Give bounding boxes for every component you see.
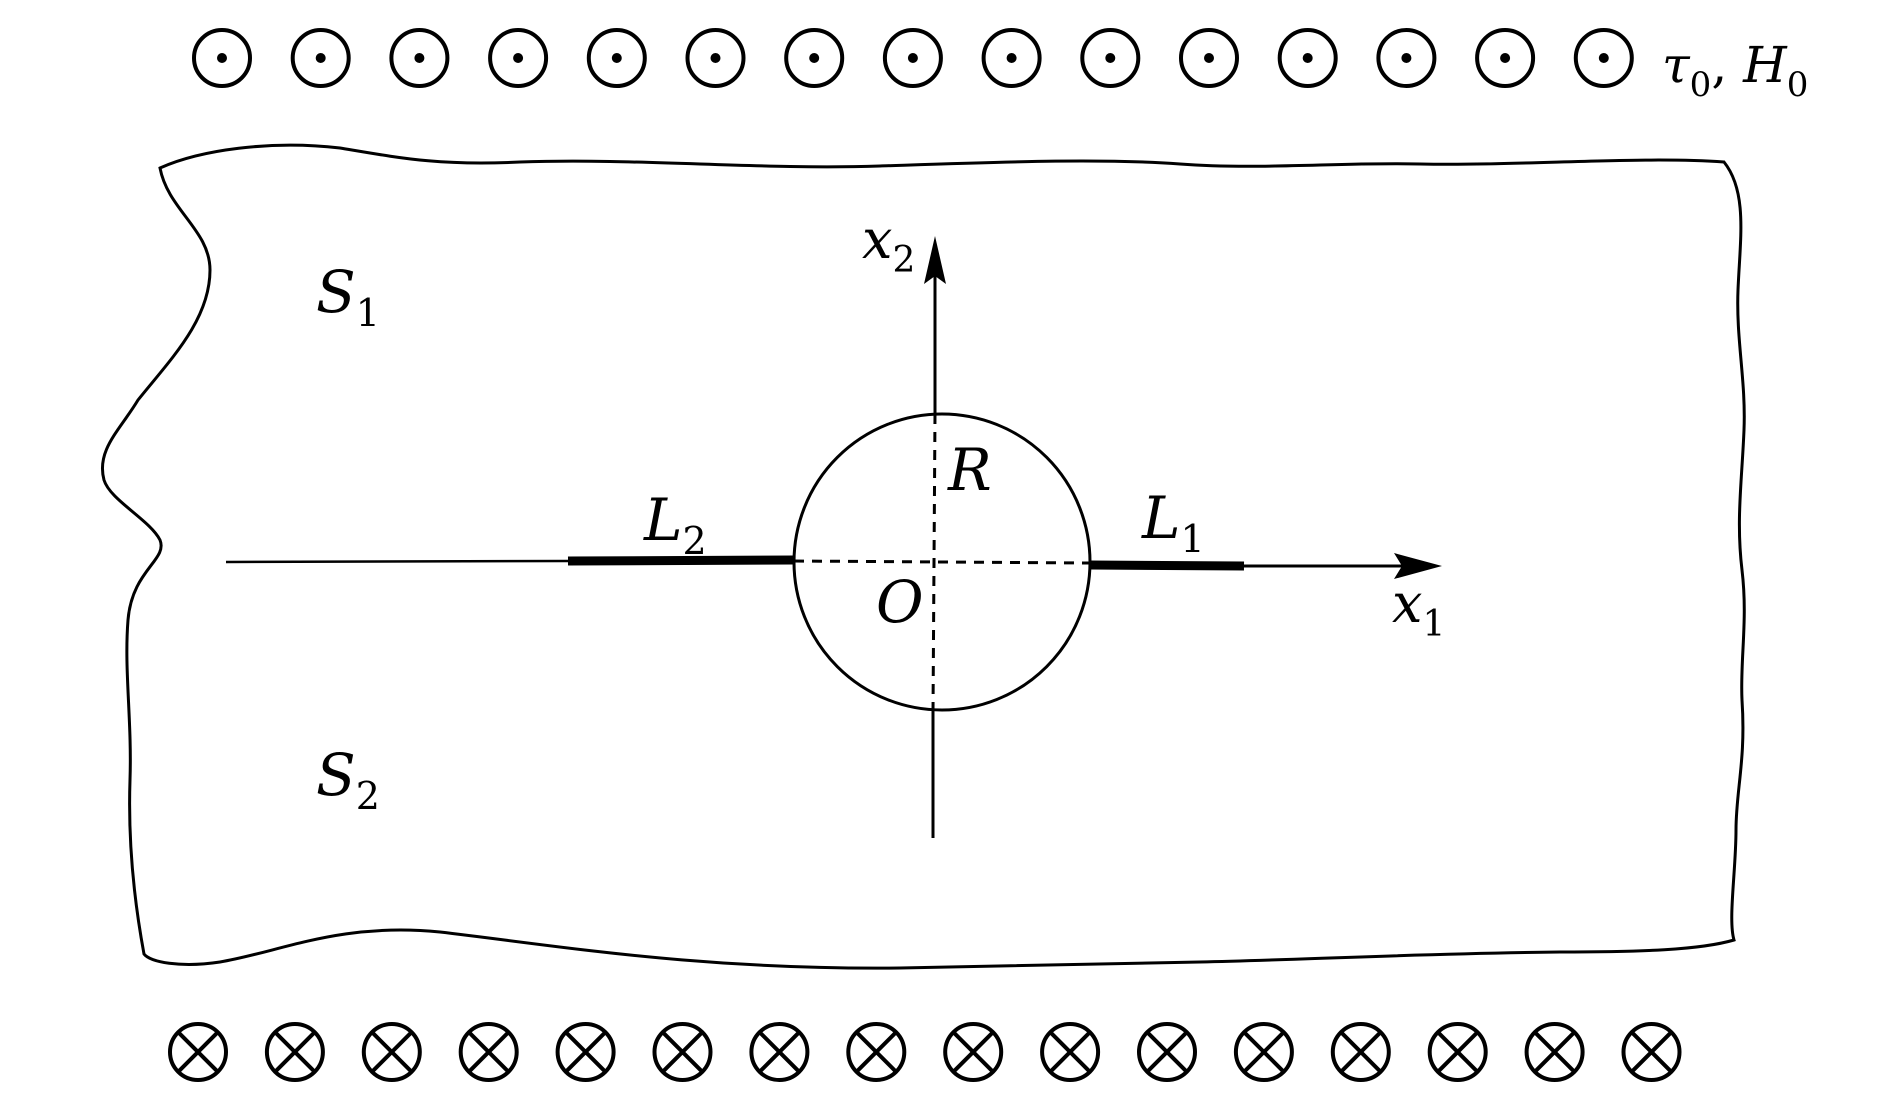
dot-in-circle-icon [784, 28, 845, 88]
field-separator: , [1711, 36, 1743, 94]
dot-in-circle-icon [290, 28, 351, 88]
axis-x2-symbol: x [862, 208, 892, 271]
field-into-page-row [168, 1022, 1682, 1082]
field-main-subscript: 0 [1690, 65, 1712, 105]
cross-in-circle-icon [943, 1022, 1004, 1082]
field-main-symbol: τ [1662, 36, 1691, 94]
dot-in-circle-icon [685, 28, 746, 88]
crack-right-symbol: L [1141, 484, 1181, 552]
region-lower-subscript: 2 [356, 774, 380, 818]
axis-x1-label: x1 [1392, 572, 1445, 645]
field-h-subscript: 0 [1787, 65, 1809, 105]
dot-in-circle-icon [488, 28, 549, 88]
cross-in-circle-icon [168, 1022, 228, 1082]
dot-in-circle-icon [1573, 28, 1634, 88]
region-lower-symbol: S [316, 741, 356, 809]
region-upper-label: S1 [316, 258, 380, 335]
crack-left-label: L2 [643, 486, 707, 563]
origin-label: O [876, 568, 924, 636]
cross-in-circle-icon [1040, 1022, 1101, 1082]
field-label: τ0, H0 [1662, 36, 1808, 105]
crack-right-label: L1 [1141, 484, 1205, 561]
region-lower-label: S2 [316, 741, 380, 818]
crack-left-subscript: 2 [683, 519, 707, 563]
axis-x1-symbol: x [1392, 572, 1422, 635]
cross-in-circle-icon [1524, 1022, 1585, 1082]
cross-in-circle-icon [555, 1022, 616, 1082]
dot-in-circle-icon [1080, 28, 1141, 88]
dot-in-circle-icon [192, 28, 252, 88]
dot-in-circle-icon [389, 28, 450, 88]
medium-boundary [101, 143, 1746, 970]
crack-left-symbol: L [643, 486, 683, 554]
crack-right [1089, 560, 1245, 571]
cross-in-circle-icon [361, 1022, 422, 1082]
dot-in-circle-icon [586, 28, 647, 88]
axis-x2-label: x2 [862, 208, 915, 281]
radius-label: R [947, 436, 992, 504]
field-h-symbol: H [1742, 36, 1788, 94]
cross-in-circle-icon [264, 1022, 325, 1082]
field-out-of-page-row [192, 28, 1634, 88]
cross-in-circle-icon [458, 1022, 519, 1082]
dot-in-circle-icon [882, 28, 943, 88]
crack-left [567, 555, 795, 566]
axis-x1-left [225, 559, 569, 564]
region-upper-subscript: 1 [356, 291, 380, 335]
axis-x1-arrowhead [1394, 553, 1442, 579]
dot-in-circle-icon [981, 28, 1042, 88]
axis-x1-inner-dashed [793, 559, 1091, 565]
crack-right-subscript: 1 [1181, 517, 1205, 561]
cross-in-circle-icon [1427, 1022, 1488, 1082]
cross-in-circle-icon [652, 1022, 713, 1082]
dot-in-circle-icon [1376, 28, 1437, 88]
axis-x1-subscript: 1 [1422, 604, 1445, 645]
axis-x2-subscript: 2 [892, 240, 915, 281]
cross-in-circle-icon [1137, 1022, 1197, 1082]
cross-in-circle-icon [1330, 1022, 1391, 1082]
cross-in-circle-icon [1621, 1022, 1682, 1082]
cross-in-circle-icon [749, 1022, 810, 1082]
dot-in-circle-icon [1179, 28, 1239, 88]
cross-in-circle-icon [846, 1022, 907, 1082]
axis-x2-inner-dashed [931, 413, 937, 713]
dot-in-circle-icon [1277, 28, 1338, 88]
cross-in-circle-icon [1233, 1022, 1294, 1082]
circular-hole [792, 412, 1092, 712]
dot-in-circle-icon [1475, 28, 1536, 88]
axis-x2-arrowhead [924, 236, 946, 284]
region-upper-symbol: S [316, 258, 356, 326]
